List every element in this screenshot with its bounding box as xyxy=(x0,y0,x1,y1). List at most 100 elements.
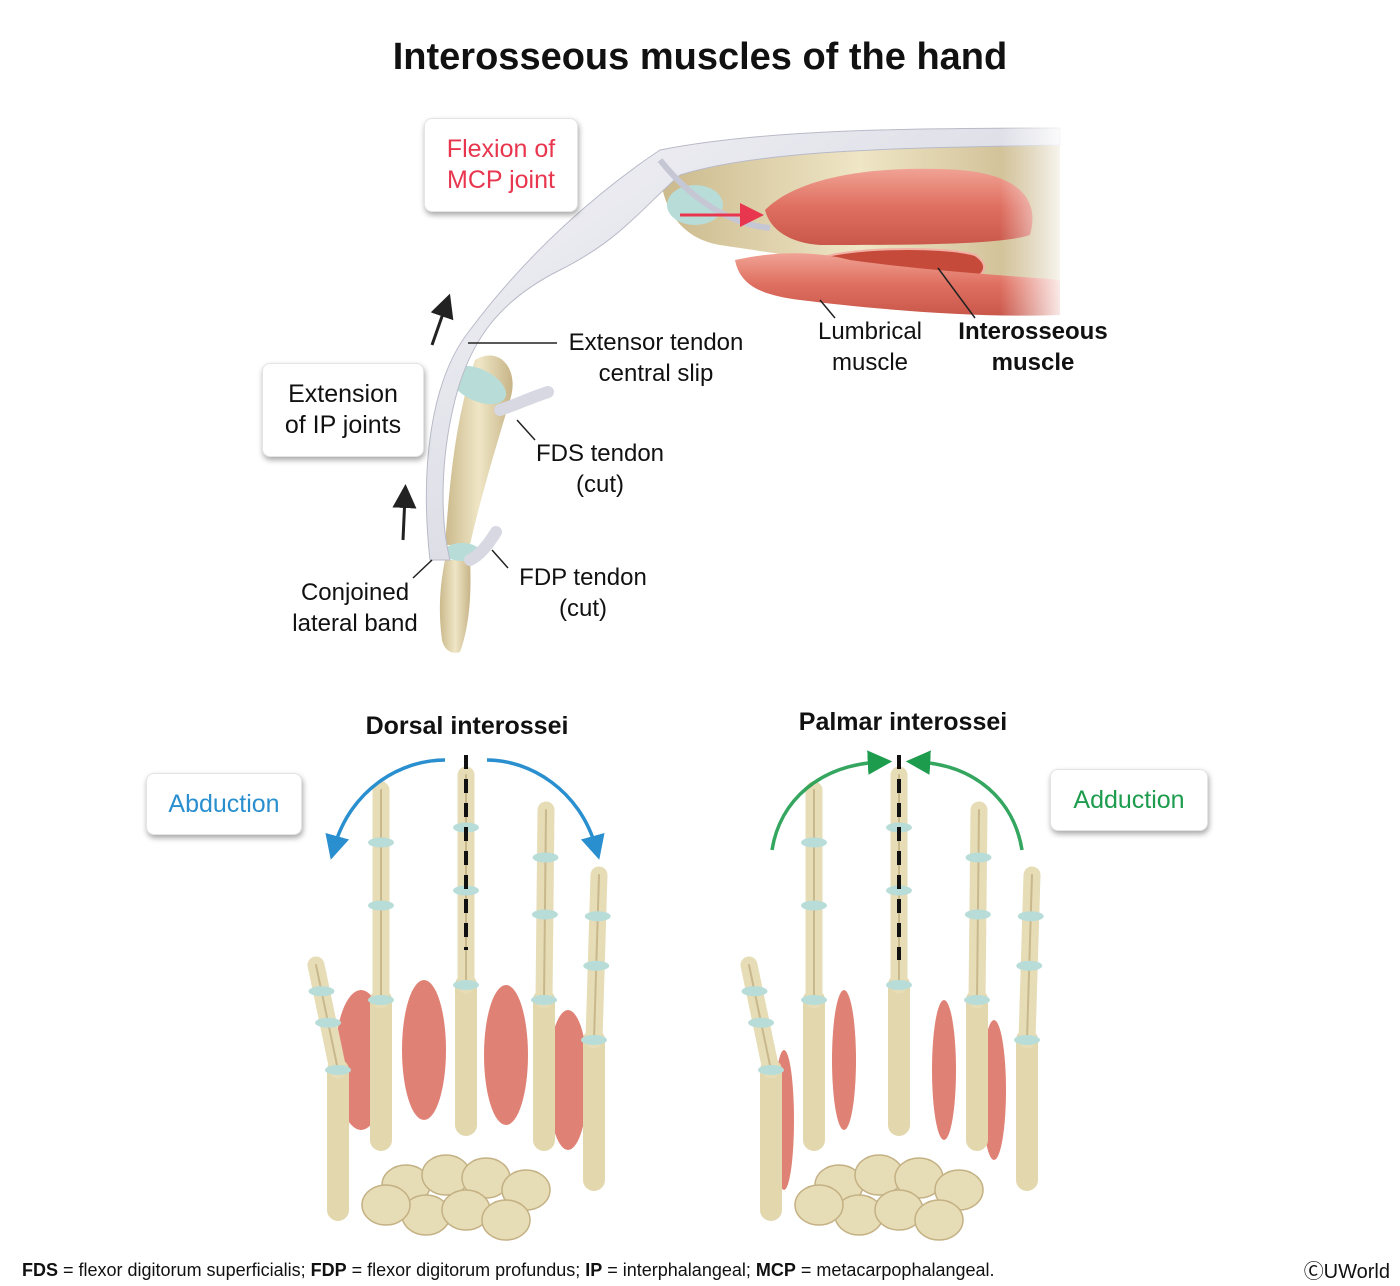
interosseous-label: Interosseous muscle xyxy=(950,316,1116,378)
flexion-line1: Flexion of xyxy=(446,135,556,163)
extension-line1: Extension xyxy=(288,380,398,408)
mcp-joint-cartilage xyxy=(667,185,723,225)
finger-shade-4 xyxy=(1026,874,1033,1041)
carpal-bone-7 xyxy=(481,1199,531,1241)
extension-line2: of IP joints xyxy=(284,411,402,439)
adduction-box: Adduction xyxy=(1050,769,1208,831)
interosseous-muscle-4 xyxy=(548,1010,588,1150)
joint-2-1 xyxy=(886,980,912,990)
joint-3-2 xyxy=(531,909,558,920)
palmar-hand xyxy=(740,750,1044,1241)
finger-lateral-view xyxy=(392,110,1070,653)
fds-label-line1: FDS tendon xyxy=(535,440,665,467)
ip-abbr: IP xyxy=(585,1260,603,1280)
finger-shade-4 xyxy=(593,874,600,1041)
fdp-abbr: FDP xyxy=(310,1260,347,1280)
copyright-mark: ⒸUWorld xyxy=(1303,1261,1390,1283)
fds-label-line2: (cut) xyxy=(576,471,624,498)
mcp-def: = metacarpophalangeal. xyxy=(795,1260,995,1280)
interosseous-muscle-3 xyxy=(484,985,528,1125)
joint-5-1 xyxy=(325,1065,351,1075)
joint-1-2 xyxy=(801,900,827,911)
conjoined-label: Conjoined lateral band xyxy=(282,577,428,639)
joint-3-1 xyxy=(531,995,557,1005)
interosseous-muscle-1 xyxy=(832,990,856,1130)
joint-2-1 xyxy=(453,980,479,990)
leader-fds xyxy=(516,419,536,441)
joint-2-2 xyxy=(886,885,912,896)
finger-shade-3 xyxy=(543,809,547,1001)
joint-4-1 xyxy=(1014,1035,1040,1045)
finger-shade-5 xyxy=(315,964,339,1071)
joint-3-1 xyxy=(964,995,990,1005)
dorsal-heading: Dorsal interossei xyxy=(365,712,569,740)
palmar-heading: Palmar interossei xyxy=(798,708,1008,736)
fdp-label-line1: FDP tendon xyxy=(519,564,647,591)
abduction-box: Abduction xyxy=(146,773,302,835)
joint-5-3 xyxy=(308,986,335,997)
extension-arrow-lower xyxy=(392,484,417,541)
fds-def: = flexor digitorum superficialis; xyxy=(58,1260,311,1280)
leader-lumbrical xyxy=(819,299,836,319)
joint-1-2 xyxy=(368,900,394,911)
carpal-bone-8 xyxy=(794,1184,844,1226)
fdp-label: FDP tendon (cut) xyxy=(511,562,655,624)
lumbrical-label: Lumbrical muscle xyxy=(802,316,938,378)
interosseous-label-line1: Interosseous xyxy=(958,318,1108,345)
joint-3-3 xyxy=(532,852,559,863)
interosseous-label-line2: muscle xyxy=(991,349,1075,376)
extensor-label: Extensor tendon central slip xyxy=(558,327,754,389)
carpal-bone-7 xyxy=(914,1199,964,1241)
fds-label: FDS tendon (cut) xyxy=(528,438,672,500)
joint-5-1 xyxy=(758,1065,784,1075)
joint-1-1 xyxy=(368,995,394,1005)
fds-abbr: FDS xyxy=(22,1260,58,1280)
dorsal-hand xyxy=(307,755,611,1241)
mcp-abbr: MCP xyxy=(755,1260,796,1280)
abbreviation-footnote: FDS = flexor digitorum superficialis; FD… xyxy=(22,1260,995,1281)
finger-shade-3 xyxy=(976,809,980,1001)
flexion-line2: MCP joint xyxy=(447,166,555,194)
flexion-box: Flexion of MCP joint xyxy=(424,118,578,212)
leader-conjoined xyxy=(412,559,433,579)
ip-def: = interphalangeal; xyxy=(602,1260,756,1280)
extension-arrow-upper xyxy=(430,293,454,346)
fds-tendon xyxy=(494,386,554,416)
joint-4-3 xyxy=(1017,911,1044,922)
fdp-def: = flexor digitorum profundus; xyxy=(346,1260,586,1280)
leader-interosseous xyxy=(937,267,976,319)
distal-phalanx xyxy=(439,560,471,653)
finger-shade-5 xyxy=(748,964,772,1071)
extensor-label-line1: Extensor tendon xyxy=(568,329,744,356)
abduction-arrow-right xyxy=(486,758,605,860)
fdp-tendon xyxy=(464,526,502,566)
fdp-label-line2: (cut) xyxy=(559,595,607,622)
interosseous-muscle-2 xyxy=(932,1000,956,1140)
interosseous-muscle xyxy=(765,168,1033,245)
pip-joint-cartilage xyxy=(449,365,507,405)
interosseous-muscle-2 xyxy=(402,980,446,1120)
adduction-arrow-right xyxy=(905,750,1024,851)
joint-4-2 xyxy=(1016,960,1043,971)
joint-4-2 xyxy=(583,960,610,971)
carpal-bone-8 xyxy=(361,1184,411,1226)
extension-box: Extension of IP joints xyxy=(262,363,424,457)
lumbrical-label-line2: muscle xyxy=(831,349,909,376)
conjoined-label-line2: lateral band xyxy=(292,610,418,637)
page-title: Interosseous muscles of the hand xyxy=(392,36,1008,78)
extensor-label-line2: central slip xyxy=(598,360,714,387)
joint-1-3 xyxy=(368,837,394,848)
leader-fdp xyxy=(491,549,509,569)
joint-1-3 xyxy=(801,837,827,848)
conjoined-label-line1: Conjoined xyxy=(300,579,410,606)
lumbrical-label-line1: Lumbrical xyxy=(817,318,923,345)
joint-3-2 xyxy=(964,909,991,920)
joint-1-1 xyxy=(801,995,827,1005)
extensor-hood xyxy=(425,127,1061,561)
adduction-arrow-left xyxy=(770,750,893,851)
joint-5-3 xyxy=(741,986,768,997)
joint-5-2 xyxy=(315,1017,342,1028)
joint-3-3 xyxy=(965,852,992,863)
joint-5-2 xyxy=(748,1017,775,1028)
